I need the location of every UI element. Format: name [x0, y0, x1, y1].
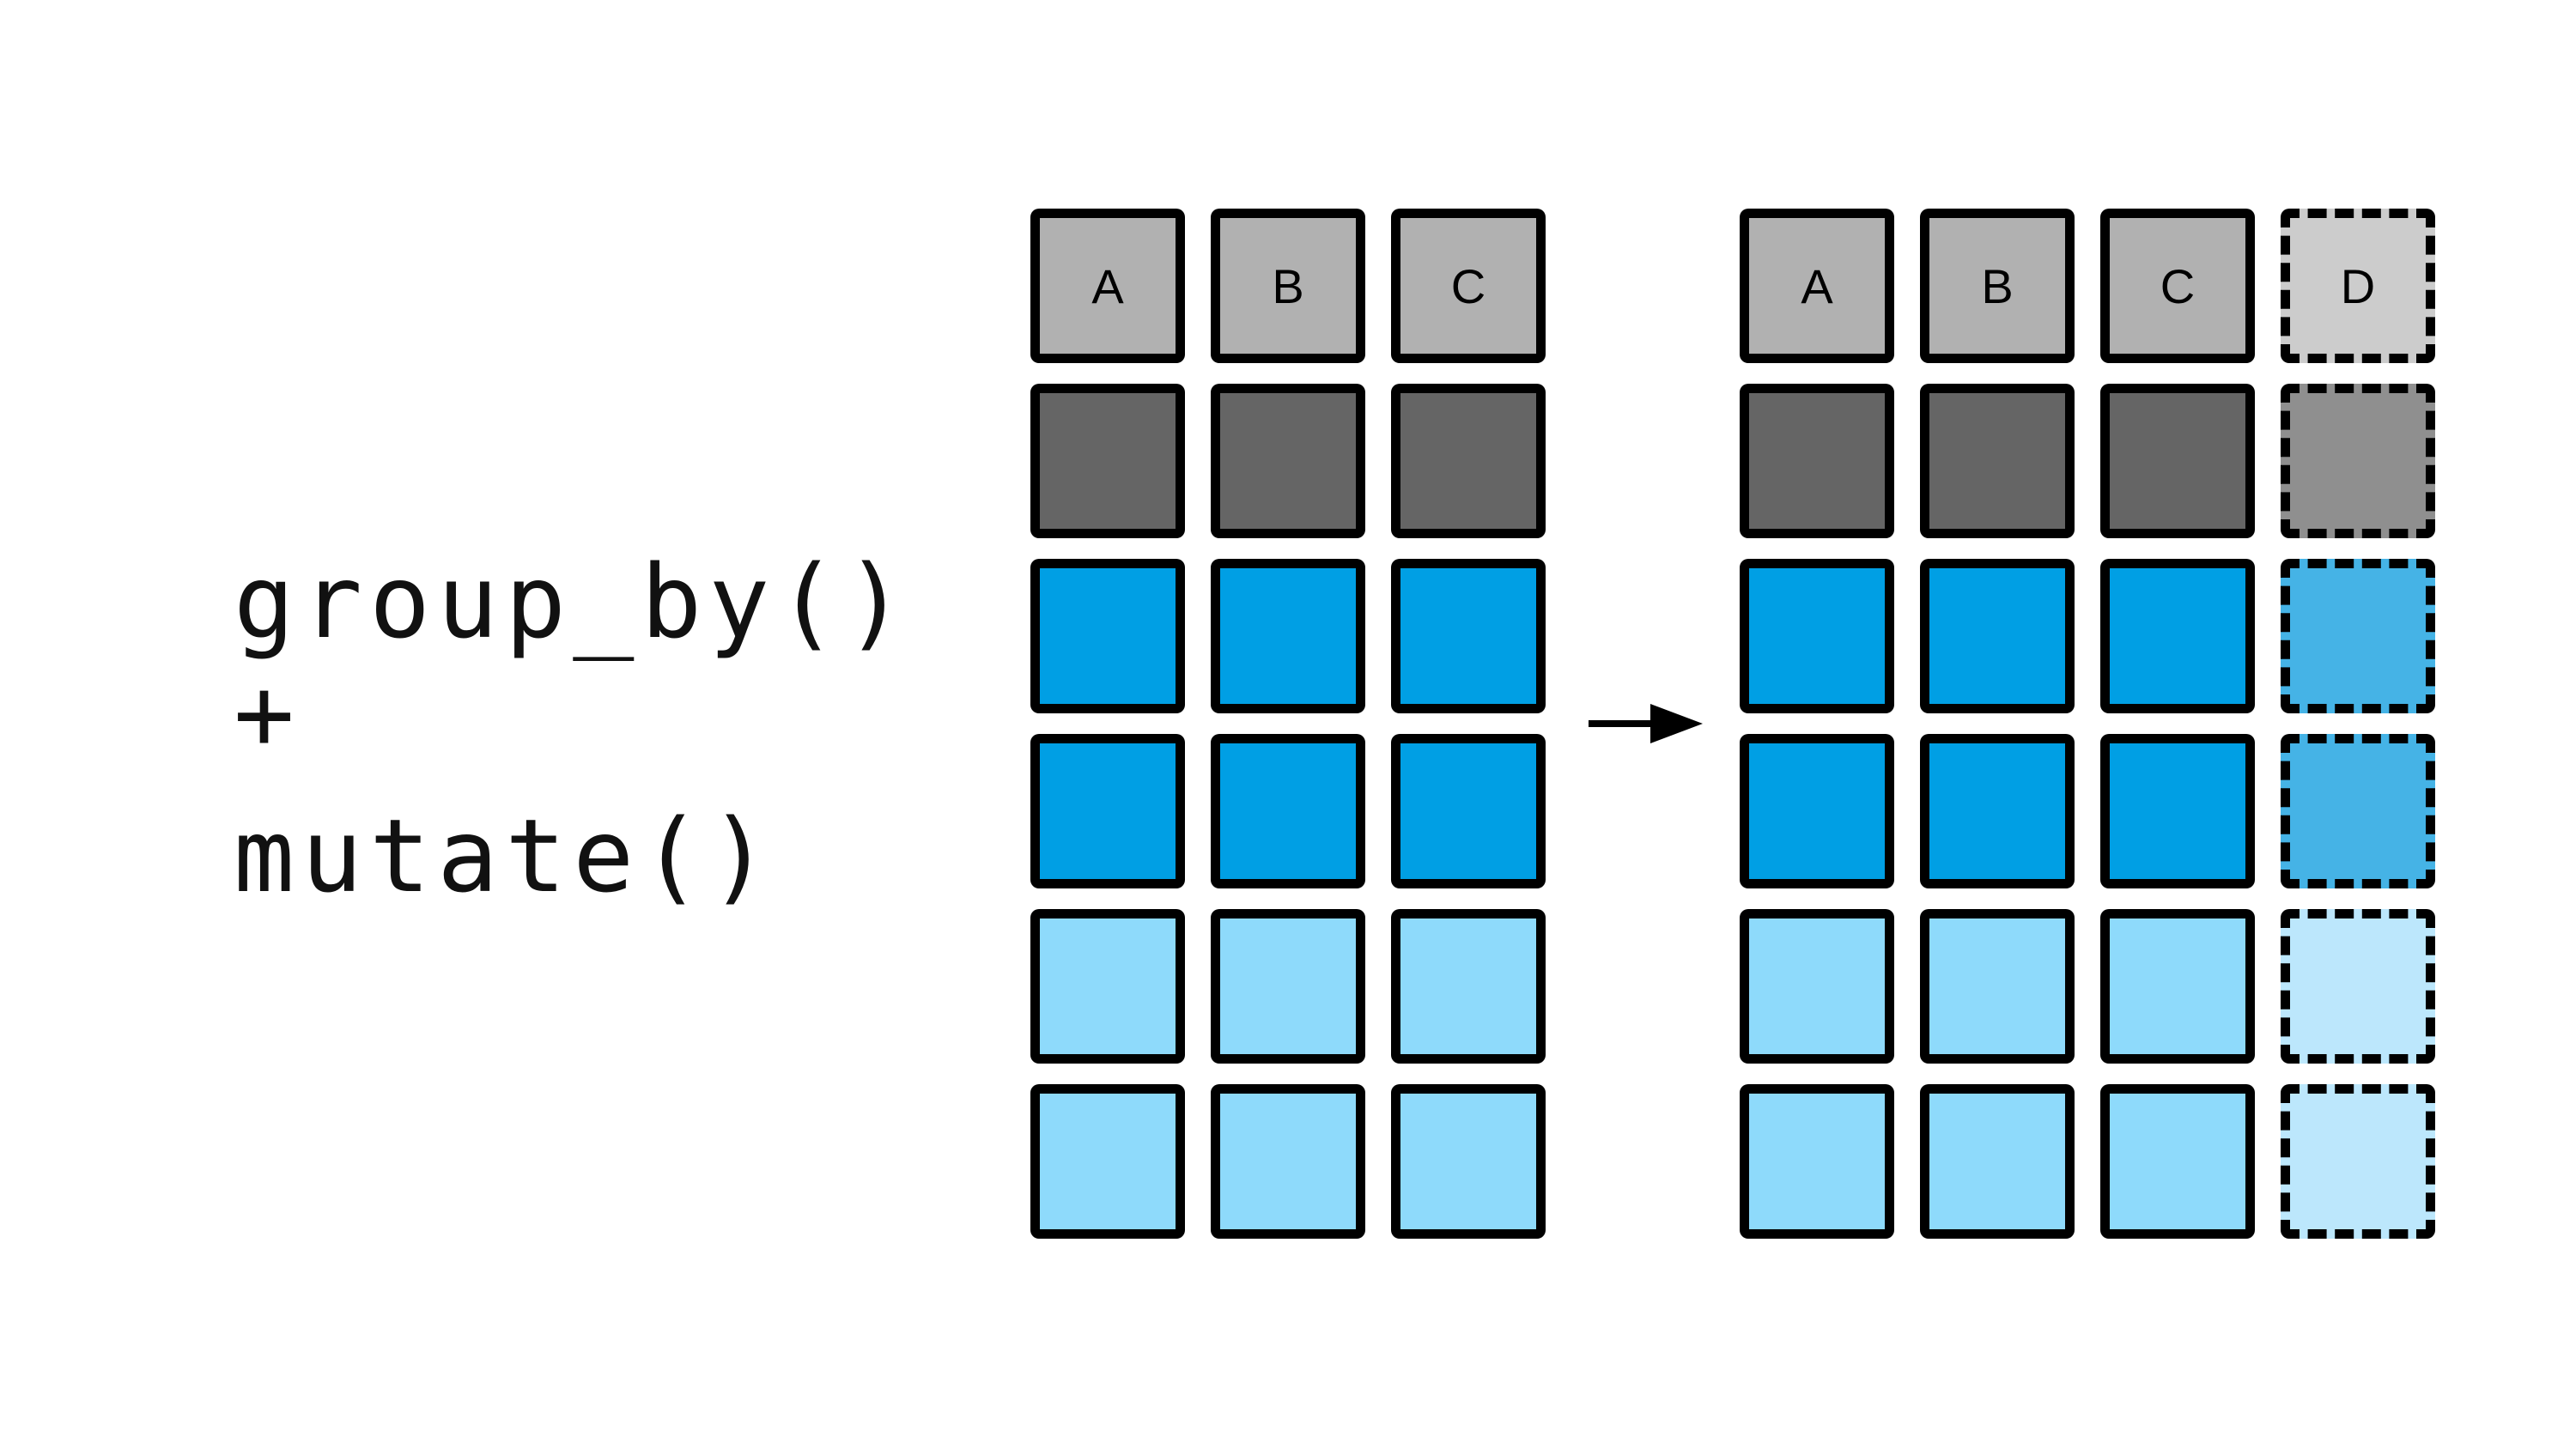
table-cell-r1-A	[1030, 384, 1185, 538]
table-cell-r4-A	[1030, 909, 1185, 1064]
table-cell-r1-C	[1391, 384, 1546, 538]
operation-line-group-by: group_by()	[234, 543, 913, 661]
new-column-cell-r5-D	[2281, 1084, 2435, 1239]
table-cell-r5-B	[1920, 1084, 2075, 1239]
table-cell-r5-A	[1740, 1084, 1894, 1239]
table-cell-r1-B	[1920, 384, 2075, 538]
table-cell-r5-A	[1030, 1084, 1185, 1239]
table-cell-r2-B	[1920, 559, 2075, 713]
table-cell-r2-C	[2100, 559, 2255, 713]
column-header-C: C	[1391, 209, 1546, 363]
column-header-B: B	[1211, 209, 1365, 363]
table-cell-r4-B	[1211, 909, 1365, 1064]
table-cell-r4-C	[2100, 909, 2255, 1064]
table-cell-r3-A	[1740, 734, 1894, 888]
new-column-cell-r3-D	[2281, 734, 2435, 888]
column-header-A: A	[1030, 209, 1185, 363]
arrow-right-icon	[1589, 704, 1703, 743]
operation-line-plus: +	[234, 654, 302, 773]
table-cell-r3-B	[1920, 734, 2075, 888]
new-column-cell-r2-D	[2281, 559, 2435, 713]
operation-label: group_by() + mutate()	[234, 0, 905, 906]
table-cell-r2-A	[1030, 559, 1185, 713]
table-cell-r2-B	[1211, 559, 1365, 713]
table-cell-r5-B	[1211, 1084, 1365, 1239]
column-header-C: C	[2100, 209, 2255, 363]
table-cell-r1-B	[1211, 384, 1365, 538]
table-cell-r2-C	[1391, 559, 1546, 713]
table-cell-r3-B	[1211, 734, 1365, 888]
table-cell-r3-A	[1030, 734, 1185, 888]
table-cell-r3-C	[2100, 734, 2255, 888]
table-cell-r4-A	[1740, 909, 1894, 1064]
table-cell-r2-A	[1740, 559, 1894, 713]
column-header-A: A	[1740, 209, 1894, 363]
column-header-B: B	[1920, 209, 2075, 363]
new-column-header-D: D	[2281, 209, 2435, 363]
table-cell-r1-A	[1740, 384, 1894, 538]
table-cell-r1-C	[2100, 384, 2255, 538]
new-column-cell-r1-D	[2281, 384, 2435, 538]
table-cell-r4-B	[1920, 909, 2075, 1064]
new-column-cell-r4-D	[2281, 909, 2435, 1064]
table-cell-r5-C	[1391, 1084, 1546, 1239]
table-cell-r3-C	[1391, 734, 1546, 888]
table-cell-r5-C	[2100, 1084, 2255, 1239]
operation-line-mutate: mutate()	[234, 797, 777, 915]
table-cell-r4-C	[1391, 909, 1546, 1064]
